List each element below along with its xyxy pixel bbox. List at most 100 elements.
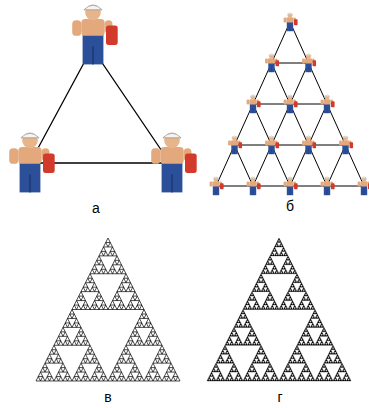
sierpinski-cell (271, 305, 273, 307)
sierpinski-cell (299, 303, 301, 305)
sierpinski-cell (218, 374, 220, 376)
sierpinski-cell (47, 372, 52, 376)
sierpinski-cell (113, 296, 118, 300)
sierpinski-cell (36, 377, 41, 381)
sierpinski-cell (252, 298, 254, 300)
sierpinski-cell (308, 339, 310, 341)
sierpinski-cell (293, 289, 295, 291)
sierpinski-cell (45, 377, 50, 381)
sierpinski-cell (325, 368, 327, 370)
sierpinski-cell (215, 363, 217, 365)
sierpinski-cell (261, 276, 263, 278)
sierpinski-cell (288, 370, 290, 372)
sierpinski-cell (304, 379, 306, 381)
sierpinski-cell (83, 336, 88, 340)
sierpinski-cell (336, 354, 338, 356)
sierpinski-cell (297, 307, 299, 309)
sierpinski-cell (298, 377, 300, 379)
sierpinski-cell (269, 256, 271, 258)
sierpinski-cell (68, 341, 73, 345)
sierpinski-cell (81, 287, 86, 291)
sierpinski-cell (223, 379, 225, 381)
sierpinski-cell (340, 370, 342, 372)
sierpinski-cell (315, 343, 317, 345)
sierpinski-cell (167, 377, 172, 381)
sierpinski-cell (262, 269, 264, 271)
sierpinski-cell (99, 251, 104, 255)
sierpinski-cell (223, 347, 225, 349)
sierpinski-cell (284, 374, 286, 376)
sierpinski-cell (320, 343, 322, 345)
sierpinski-cell (281, 374, 283, 376)
sierpinski-cell (276, 269, 278, 271)
sierpinski-cell (295, 276, 297, 278)
sierpinski-cell (104, 377, 109, 381)
sierpinski-cell (245, 343, 247, 345)
sierpinski-cell (83, 372, 88, 376)
sierpinski-cell (303, 341, 305, 343)
person-figure (302, 54, 316, 72)
sierpinski-cell (344, 370, 346, 372)
sierpinski-cell (251, 363, 253, 365)
sierpinski-cell (126, 287, 131, 291)
sierpinski-cell (263, 379, 265, 381)
sierpinski-cell (295, 379, 297, 381)
sierpinski-cell (140, 323, 145, 327)
sierpinski-cell (270, 272, 272, 274)
sierpinski-cell (245, 307, 247, 309)
sierpinski-cell (305, 327, 307, 329)
sierpinski-cell (293, 267, 295, 269)
sierpinski-cell (338, 374, 340, 376)
sierpinski-cell (242, 310, 244, 312)
sierpinski-cell (63, 341, 68, 345)
sierpinski-cell (90, 350, 95, 354)
sierpinski-cell (321, 368, 323, 370)
sierpinski-cell (230, 339, 232, 341)
sierpinski-cell (335, 379, 337, 381)
sierpinski-cell (122, 278, 127, 282)
sierpinski-cell (335, 352, 337, 354)
sierpinski-cell (268, 289, 270, 291)
sierpinski-cell (263, 361, 265, 363)
sierpinski-cell (290, 361, 292, 363)
sierpinski-cell (276, 242, 278, 244)
sierpinski-cell (276, 377, 278, 379)
sierpinski-cell (326, 374, 328, 376)
sierpinski-cell (171, 368, 176, 372)
sierpinski-cell (289, 260, 291, 262)
sierpinski-cell (176, 377, 181, 381)
sierpinski-cell (54, 359, 59, 363)
sierpinski-cell (334, 359, 336, 361)
sierpinski-cell (299, 289, 301, 291)
sierpinski-cell (290, 374, 292, 376)
sierpinski-cell (311, 339, 313, 341)
sierpinski-cell (302, 289, 304, 291)
sierpinski-cell (324, 379, 326, 381)
sierpinski-cell (268, 272, 270, 274)
sierpinski-cell (124, 345, 129, 349)
sierpinski-cell (234, 379, 236, 381)
sierpinski-cell (219, 372, 221, 374)
sierpinski-cell (279, 307, 281, 309)
sierpinski-cell (299, 352, 301, 354)
sierpinski-cell (146, 336, 151, 340)
sierpinski-cell (59, 359, 64, 363)
sierpinski-cell (248, 370, 250, 372)
sierpinski-cell (235, 368, 237, 370)
sierpinski-cell (268, 365, 270, 367)
sierpinski-cell (303, 359, 305, 361)
sierpinski-cell (266, 272, 268, 274)
sierpinski-cell (92, 265, 97, 269)
sierpinski-cell (254, 285, 256, 287)
sierpinski-cell (137, 318, 142, 322)
sierpinski-cell (299, 343, 301, 345)
sierpinski-cell (277, 254, 279, 256)
sierpinski-cell (92, 354, 97, 358)
sierpinski-cell (140, 314, 145, 318)
sierpinski-cell (261, 289, 263, 291)
sierpinski-cell (277, 379, 279, 381)
sierpinski-cell (104, 269, 109, 273)
sierpinski-cell (306, 334, 308, 336)
sierpinski-cell (54, 377, 59, 381)
sierpinski-cell (257, 285, 259, 287)
